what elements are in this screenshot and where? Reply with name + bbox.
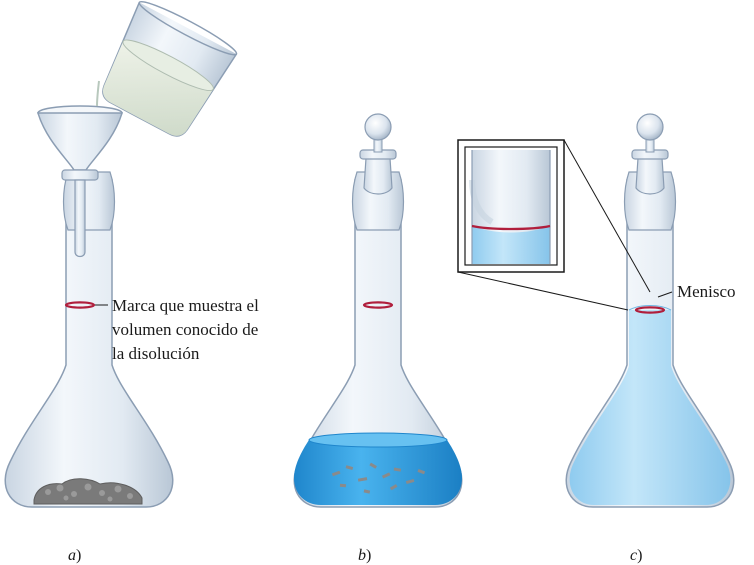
meniscus-label: Menisco [677, 282, 736, 301]
dissolving-flakes [331, 462, 426, 494]
flask-b [293, 113, 463, 508]
caption-a: a) [68, 547, 81, 564]
solid-granules [45, 483, 133, 502]
flask-b-body [293, 179, 463, 508]
calibration-mark-c [634, 306, 666, 314]
flask-b-solution [294, 440, 462, 505]
meniscus-inset [457, 139, 565, 273]
flask-a-neck-bulb [62, 171, 116, 231]
stopper-icon [359, 113, 397, 195]
meniscus-leader-line [657, 291, 673, 298]
zoom-line-bottom [457, 271, 629, 311]
beaker-icon [102, 0, 238, 137]
mark-label-line3: la disolución [112, 344, 200, 363]
flask-c: Menisco [457, 113, 736, 508]
flask-a: Marca que muestra el volumen conocido de… [4, 0, 259, 508]
calibration-mark-a [64, 301, 96, 309]
zoom-line-top [563, 139, 651, 293]
stopper-icon [631, 113, 669, 195]
flask-c-solution [569, 310, 731, 505]
flask-a-body [4, 179, 174, 508]
mark-label-line2: volumen conocido de [112, 320, 258, 339]
caption-b: b) [358, 547, 371, 564]
funnel-icon [36, 105, 124, 258]
calibration-mark-b [362, 301, 394, 309]
mark-label-line1: Marca que muestra el [112, 296, 259, 315]
caption-c: c) [630, 547, 642, 564]
pouring-stream [96, 80, 100, 107]
